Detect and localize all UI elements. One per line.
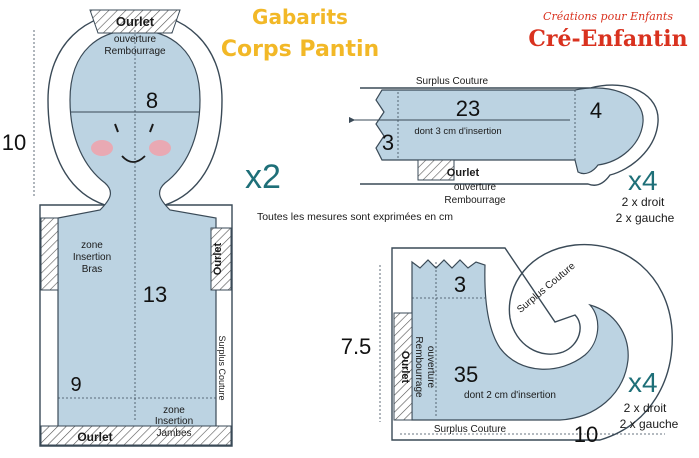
- arm-hand-value: 4: [590, 98, 602, 123]
- torso-height-value: 13: [143, 282, 167, 307]
- arm-hem-label: Ourlet: [447, 167, 480, 179]
- left-cheek-icon: [91, 140, 113, 156]
- body-height-value: 10: [2, 130, 26, 155]
- arm-pattern: Surplus Couture 23 4 3 dont 3 cm d'inser…: [348, 76, 675, 225]
- leg-insertion-label: Insertion: [155, 416, 193, 427]
- leg-pattern: Surplus Couture 3 7.5 Ourlet Rembourrage…: [341, 243, 679, 447]
- title-line1: Gabarits: [252, 5, 348, 29]
- side-hem-label: Ourlet: [212, 242, 224, 275]
- leg-length-value: 35: [454, 362, 478, 387]
- arm-seam-label: Surplus Couture: [416, 76, 489, 87]
- leg-zone-label: zone: [163, 405, 185, 416]
- arm-zone-hatch: [40, 217, 59, 291]
- leg-insertion-note: dont 2 cm d'insertion: [464, 390, 556, 401]
- title-line2: Corps Pantin: [221, 37, 379, 62]
- right-eye-icon: [149, 123, 154, 133]
- leg-foot-value: 10: [574, 422, 598, 447]
- leg-seam-top-label: Surplus Couture: [515, 260, 578, 315]
- side-hem-hatch: [210, 227, 232, 291]
- leg-left-label: 2 x gauche: [620, 417, 679, 431]
- arm-length-value: 23: [456, 96, 480, 121]
- arm-right-label: 2 x droit: [622, 195, 665, 209]
- arm-insertion-label: Insertion: [73, 252, 111, 263]
- leg-seam-outline: [391, 243, 673, 441]
- arm-zone-label: zone: [81, 240, 103, 251]
- leg-stuffing-label: Rembourrage: [413, 336, 424, 398]
- body-fabric: [57, 29, 217, 429]
- arm-insertion-note: dont 3 cm d'insertion: [414, 126, 501, 137]
- arm-hem-hatch: [417, 159, 455, 181]
- logo-tagline: Créations pour Enfants: [543, 10, 673, 23]
- head-width-value: 8: [146, 88, 158, 113]
- body-top-stuffing-label: Rembourrage: [104, 46, 166, 57]
- arm-seam-outline: [360, 84, 659, 186]
- leg-right-label: 2 x droit: [624, 401, 667, 415]
- right-cheek-icon: [149, 140, 171, 156]
- body-top-hem: [89, 9, 181, 34]
- arm-left-label: 2 x gauche: [616, 211, 675, 225]
- leg-seam-bottom-label: Surplus Couture: [434, 424, 507, 435]
- leg-hem-label: Ourlet: [399, 351, 411, 384]
- leg-part-label: Jambes: [156, 428, 191, 439]
- logo-name: Cré-Enfantin: [528, 26, 687, 52]
- body-top-opening-label: ouverture: [114, 34, 157, 45]
- leg-height-value: 7.5: [341, 334, 372, 359]
- arm-part-label: Bras: [82, 264, 103, 275]
- arm-stuffing-label: Rembourrage: [444, 195, 506, 206]
- leg-width-value: 9: [70, 374, 81, 396]
- bottom-hem-hatch: [40, 425, 232, 446]
- measure-note: Toutes les mesures sont exprimées en cm: [257, 211, 453, 223]
- leg-count: x4: [628, 367, 658, 398]
- body-seam-label: Surplus Couture: [217, 335, 227, 400]
- body-top-hem-label: Ourlet: [116, 14, 155, 29]
- body-count: x2: [245, 158, 281, 196]
- left-eye-icon: [114, 123, 119, 133]
- leg-width-value: 3: [454, 272, 466, 297]
- leg-opening-label: ouverture: [425, 346, 436, 389]
- smile-icon: [121, 155, 146, 163]
- body-bottom-hem-label: Ourlet: [77, 430, 112, 444]
- arm-count: x4: [628, 165, 658, 196]
- arm-opening-label: ouverture: [454, 182, 497, 193]
- body-pattern: Ourlet ouverture Rembourrage 8 10 zone I…: [2, 9, 281, 447]
- leg-hem-hatch: [393, 312, 413, 421]
- leg-fabric: [411, 259, 629, 421]
- arm-width-value: 3: [382, 130, 394, 155]
